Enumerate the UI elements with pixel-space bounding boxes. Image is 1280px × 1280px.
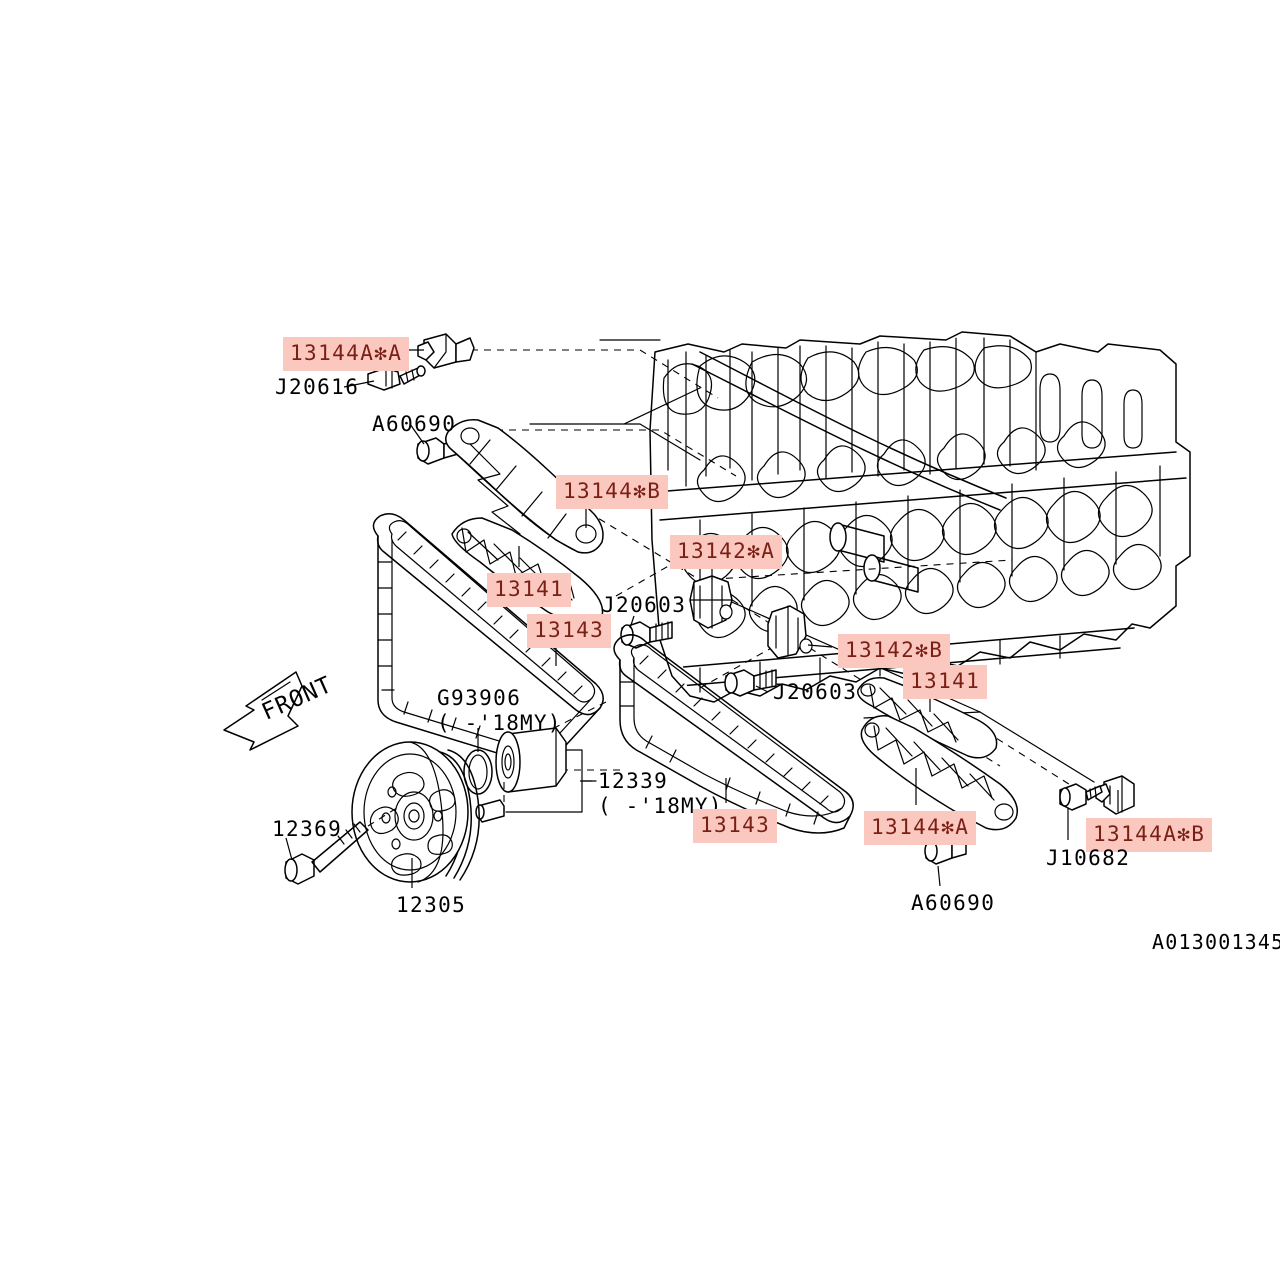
callout-c06-highlighted[interactable]: 13142✻A (670, 535, 783, 569)
tensioner-bolt-j10682 (1059, 783, 1103, 811)
callout-number: 13143 (700, 813, 771, 837)
callout-number: 13142✻B (845, 638, 944, 662)
callout-number: J20603 (773, 680, 858, 704)
tensioner-bolt-j20616 (367, 365, 426, 391)
callout-number: 12339 (598, 769, 669, 793)
callout-number: 12369 (272, 817, 343, 841)
left-chain-tensioner (417, 333, 475, 369)
callout-c01-highlighted[interactable]: 13144A✻A (283, 337, 410, 371)
flange-bolt-j20603-lower (724, 669, 777, 697)
callout-number: A60690 (911, 891, 996, 915)
callout-c19[interactable]: A60690 (911, 890, 995, 917)
callout-c07[interactable]: J20603 (602, 592, 686, 619)
callout-c03[interactable]: A60690 (372, 411, 456, 438)
crankshaft-pulley-12305 (351, 741, 480, 883)
sheet-code-label: A013001345 (1152, 930, 1280, 954)
callout-number: 13144✻B (563, 479, 662, 503)
callout-number: G93906 (437, 686, 522, 710)
callout-c11-highlighted[interactable]: 13141 (903, 665, 988, 699)
callout-number: 13144A✻B (1093, 822, 1206, 846)
callout-number: 13144✻A (871, 815, 970, 839)
callout-c05-highlighted[interactable]: 13141 (487, 573, 572, 607)
chain-lever-arm-13144A (860, 715, 1018, 831)
callout-note: ( -'18MY) (437, 711, 562, 735)
callout-number: 12305 (396, 893, 467, 917)
callout-number: 13141 (494, 577, 565, 601)
callout-number: A60690 (372, 412, 457, 436)
callout-number: J20616 (275, 375, 360, 399)
callout-c16-highlighted[interactable]: 13144A✻B (1086, 818, 1213, 852)
callout-c08-highlighted[interactable]: 13143 (527, 614, 612, 648)
callout-c20[interactable]: 12305 (396, 892, 466, 919)
callout-c02[interactable]: J20616 (275, 374, 359, 401)
chain-guide-bracket-13142A (689, 575, 733, 629)
callout-number: 13143 (534, 618, 605, 642)
front-direction-arrow (223, 671, 303, 751)
callout-c10[interactable]: J20603 (773, 679, 857, 706)
callout-c04-highlighted[interactable]: 13144✻B (556, 475, 669, 509)
crank-sprocket-12339 (475, 727, 597, 823)
callout-c17[interactable]: J10682 (1046, 845, 1130, 872)
callout-number: 13141 (910, 669, 981, 693)
callout-number: 13142✻A (677, 539, 776, 563)
callout-number: J20603 (602, 593, 687, 617)
chain-guide-13141-right (857, 677, 998, 759)
callout-c09-highlighted[interactable]: 13142✻B (838, 634, 951, 668)
callout-c14-highlighted[interactable]: 13143 (693, 809, 778, 843)
crank-pulley-bolt-12369 (284, 805, 401, 885)
callout-number: 13144A✻A (290, 341, 403, 365)
callout-c15-highlighted[interactable]: 13144✻A (864, 811, 977, 845)
chain-guide-bracket-13142B (767, 605, 813, 659)
callout-number: J10682 (1046, 846, 1131, 870)
right-chain-tensioner (1095, 775, 1135, 815)
callout-c18[interactable]: 12369 (272, 816, 342, 843)
callout-c12[interactable]: G93906( -'18MY) (437, 686, 562, 736)
